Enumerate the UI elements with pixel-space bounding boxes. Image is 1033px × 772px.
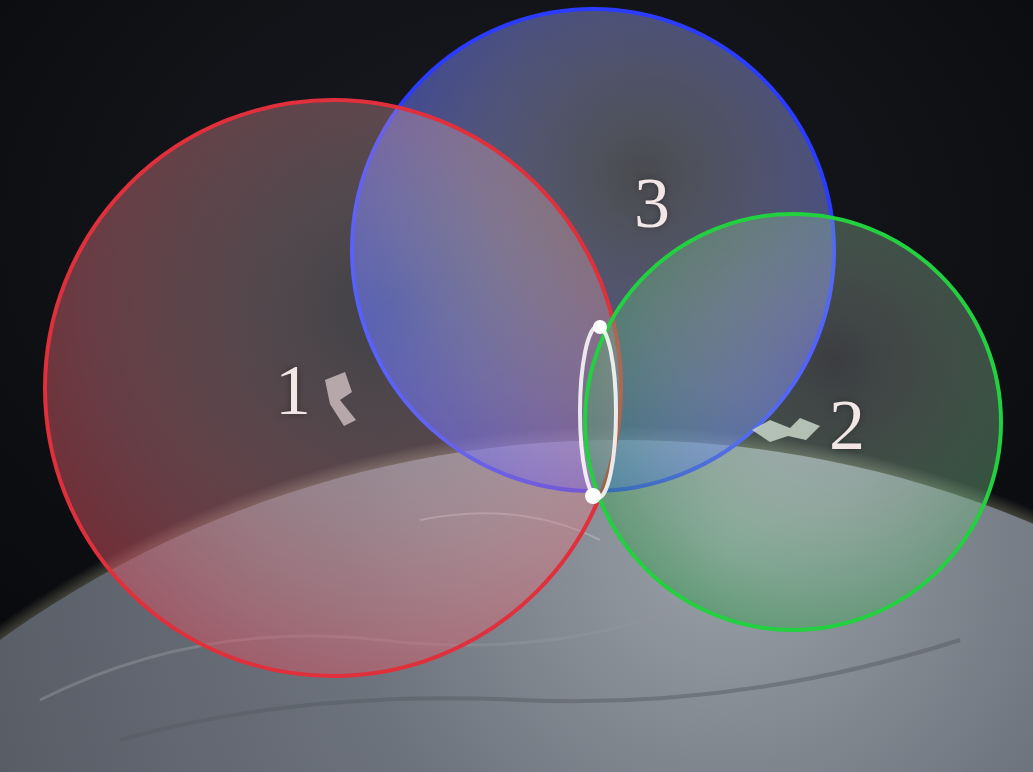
callout-number: 1 [275,354,311,426]
circle-outline [583,212,1003,632]
coverage-circle: 1 [43,98,623,678]
circle-outline [43,98,623,678]
callout-number: 3 [634,167,670,239]
callout-number: 2 [829,389,865,461]
coverage-circle: 2 [583,212,1003,632]
